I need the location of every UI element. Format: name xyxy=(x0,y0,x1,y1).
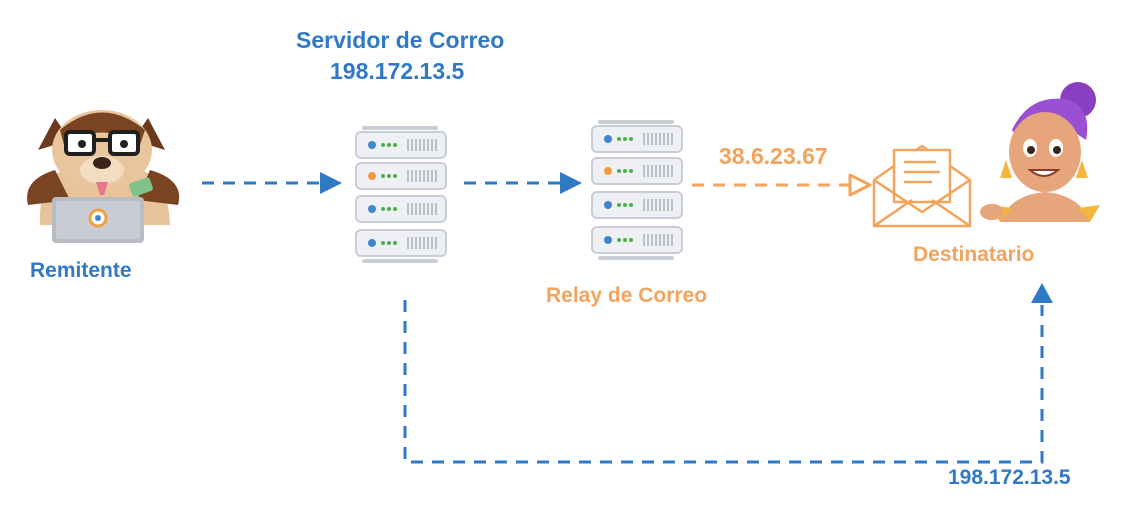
relay-title: Relay de Correo xyxy=(546,284,708,307)
arrow-sender-to-server xyxy=(202,172,342,194)
arrow-server-to-relay xyxy=(464,172,582,194)
recipient-woman-avatar-icon xyxy=(980,82,1100,222)
arrow-direct-server-to-recipient xyxy=(403,283,1053,464)
relay-server-rack-icon xyxy=(591,120,683,260)
server-rack-icon xyxy=(355,126,447,263)
envelope-icon xyxy=(872,144,972,228)
server-ip: 198.172.13.5 xyxy=(330,58,465,84)
recipient-label: Destinatario xyxy=(913,243,1035,266)
relay-ip: 38.6.23.67 xyxy=(719,143,828,169)
arrow-relay-to-recipient xyxy=(692,173,872,197)
direct-path-ip: 198.172.13.5 xyxy=(948,466,1071,489)
sender-dog-with-laptop-icon xyxy=(27,110,180,243)
sender-label: Remitente xyxy=(30,259,132,282)
server-title: Servidor de Correo xyxy=(296,27,505,53)
